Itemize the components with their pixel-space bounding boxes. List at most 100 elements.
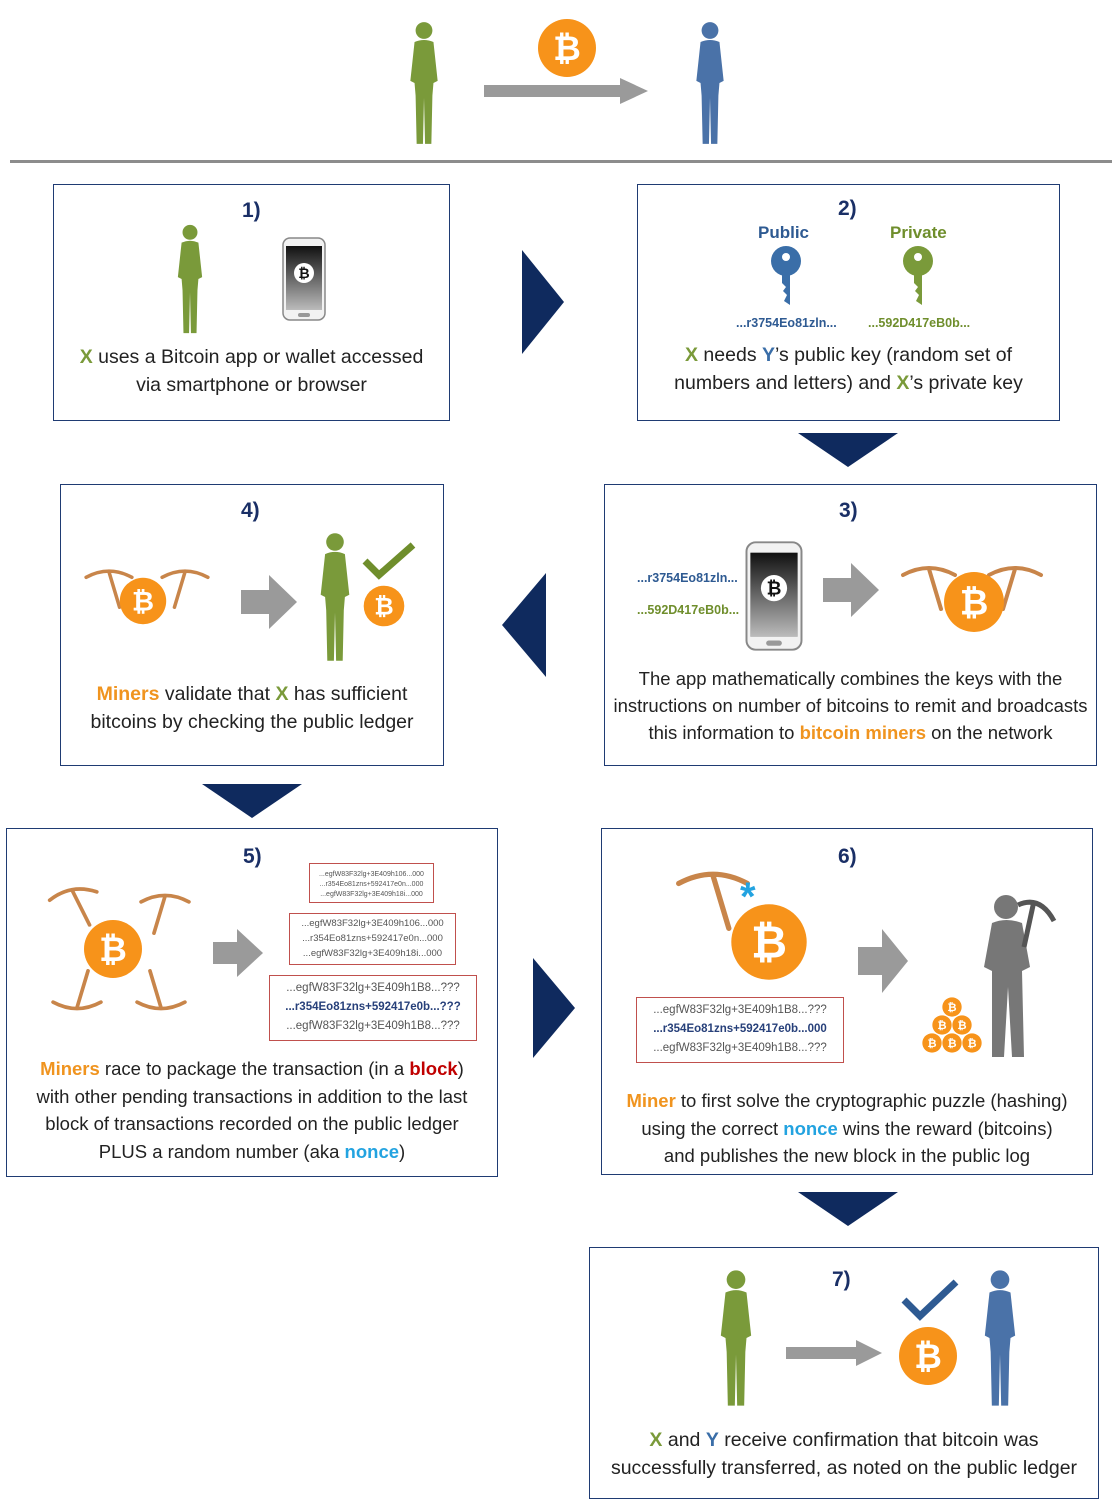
actor-x: X: [685, 344, 699, 366]
miner-icon: [984, 895, 1057, 1057]
actor-y: Y: [705, 1429, 719, 1451]
caption-text: receive confirmation that bitcoin was: [718, 1429, 1039, 1451]
block-line: ...egfW83F32lg+3E409h1B8...???: [286, 1020, 460, 1032]
caption-text: via smartphone or browser: [136, 374, 367, 396]
caption-text: to first solve the cryptographic puzzle …: [675, 1090, 1068, 1111]
miners-highlight: Miners: [40, 1058, 100, 1079]
step-6-number: 6): [838, 845, 857, 868]
block-line: ...egfW83F32lg+3E409h106...000: [319, 871, 424, 878]
step-1-caption: X uses a Bitcoin app or wallet accessed …: [54, 343, 449, 399]
private-key-value: ...592D417eB0b...: [868, 316, 971, 330]
person-y-icon: [976, 1268, 1024, 1408]
miner-highlight: Miner: [626, 1090, 676, 1111]
block-line-transaction: ...r354Eo81zns+592417e0b...000: [653, 1023, 827, 1035]
block-line: ...r354Eo81zns+592417e0n...000: [319, 881, 424, 888]
private-key-icon: [903, 246, 933, 305]
step-7-box: 7) X and Y receive confirmation that bit…: [589, 1247, 1099, 1499]
bitcoin-icon: [83, 919, 143, 979]
caption-text: wins the reward (bitcoins): [837, 1117, 1053, 1139]
caption-text: with other pending transactions in addit…: [36, 1085, 468, 1107]
step-2-number: 2): [838, 197, 857, 220]
public-key-label: Public: [758, 223, 810, 242]
caption-text: instructions on number of bitcoins to re…: [613, 695, 1088, 716]
step-2-box: 2) Public Private ...r3754Eo81zln... ...…: [637, 184, 1060, 421]
caption-text: bitcoins by checking the public ledger: [90, 711, 414, 733]
public-key-value: ...r3754Eo81zln...: [637, 571, 738, 585]
bitcoin-icon: [363, 585, 405, 627]
caption-text: race to package the transaction (in a: [99, 1058, 410, 1079]
caption-text: validate that: [159, 683, 276, 705]
block-line: ...egfW83F32lg+3E409h18i...000: [302, 948, 443, 959]
caption-text: uses a Bitcoin app or wallet accessed: [92, 346, 424, 368]
flow-arrow-down-icon: [202, 784, 302, 818]
step-4-number: 4): [241, 499, 260, 522]
caption-text: block of transactions recorded on the pu…: [45, 1113, 459, 1134]
caption-text: PLUS a random number (aka: [98, 1140, 345, 1162]
caption-text: this information to: [648, 722, 800, 743]
caption-text: ’s public key (random set of: [775, 344, 1012, 366]
bitcoin-icon: [119, 577, 167, 625]
step-4-caption: Miners validate that X has sufficient bi…: [61, 680, 443, 736]
step-6-caption: Miner to first solve the cryptographic p…: [602, 1087, 1092, 1170]
step-5-caption: Miners race to package the transaction (…: [7, 1055, 497, 1165]
nonce-highlight: nonce: [344, 1140, 400, 1162]
asterisk-icon: *: [740, 875, 756, 919]
checkmark-icon: [362, 542, 416, 580]
actor-x: X: [896, 372, 910, 394]
actor-x: X: [275, 683, 289, 705]
step-2-caption: X needs Y’s public key (random set of nu…: [638, 341, 1059, 397]
caption-text: successfully transferred, as noted on th…: [610, 1457, 1078, 1479]
sender-x-person-icon: [400, 20, 448, 146]
person-x-icon: [168, 223, 212, 335]
bitcoin-icon: [730, 903, 808, 981]
person-x-icon: [712, 1268, 760, 1408]
step-4-box: 4) Miners validate that X has sufficient…: [60, 484, 444, 766]
bitcoin-miners-highlight: bitcoin miners: [799, 722, 927, 743]
caption-text: numbers and letters) and: [674, 372, 897, 394]
transfer-arrow-icon: [484, 78, 648, 104]
block-line: ...egfW83F32lg+3E409h1B8...???: [286, 982, 460, 994]
step-5-box: 5) ...egfW83F32lg+3E409h106...000 ...r35…: [6, 828, 498, 1177]
transfer-arrow-icon: [786, 1340, 882, 1366]
step-1-box: 1) X uses a Bitcoin app or wallet access…: [53, 184, 450, 421]
smartphone-icon: [745, 541, 803, 651]
ledger-block-medium: ...egfW83F32lg+3E409h106...000 ...r354Eo…: [289, 913, 456, 965]
caption-text: needs: [698, 344, 762, 366]
ledger-block-new: ...egfW83F32lg+3E409h1B8...??? ...r354Eo…: [269, 975, 477, 1041]
smartphone-icon: [282, 237, 326, 321]
caption-text: The app mathematically combines the keys…: [638, 668, 1063, 689]
actor-x: X: [79, 346, 93, 368]
miners-highlight: Miners: [96, 683, 160, 705]
bitcoin-icon: [537, 18, 597, 78]
actor-x: X: [649, 1429, 663, 1451]
caption-text: on the network: [926, 722, 1053, 743]
public-key-icon: [771, 246, 801, 305]
step-5-number: 5): [243, 845, 262, 868]
gray-arrow-icon: [213, 929, 263, 977]
bitcoin-icon: [898, 1326, 958, 1386]
ledger-block-solved: ...egfW83F32lg+3E409h1B8...??? ...r354Eo…: [636, 997, 844, 1063]
caption-text: ): [399, 1140, 406, 1162]
nonce-highlight: nonce: [783, 1117, 838, 1139]
step-3-caption: The app mathematically combines the keys…: [605, 665, 1096, 746]
flow-arrow-right-icon: [533, 958, 575, 1058]
caption-text: and: [662, 1429, 706, 1451]
step-1-number: 1): [242, 199, 261, 222]
bitcoin-reward-icon: [922, 997, 982, 1053]
public-key-value: ...r3754Eo81zln...: [736, 316, 837, 330]
flow-arrow-right-icon: [522, 250, 564, 354]
block-line: ...egfW83F32lg+3E409h1B8...???: [653, 1004, 827, 1016]
caption-text: and publishes the new block in the publi…: [663, 1145, 1031, 1166]
gray-arrow-icon: [858, 929, 908, 993]
caption-text: ): [457, 1058, 464, 1079]
caption-text: ’s private key: [909, 372, 1023, 394]
gray-arrow-icon: [823, 563, 879, 617]
step-3-box: 3) ...r3754Eo81zln... ...592D417eB0b... …: [604, 484, 1097, 766]
block-line: ...r354Eo81zns+592417e0n...000: [302, 933, 443, 944]
block-highlight: block: [409, 1058, 458, 1079]
ledger-block-small: ...egfW83F32lg+3E409h106...000 ...r354Eo…: [309, 863, 434, 903]
private-key-label: Private: [890, 223, 947, 242]
step-7-caption: X and Y receive confirmation that bitcoi…: [590, 1426, 1098, 1482]
block-line: ...egfW83F32lg+3E409h106...000: [301, 918, 444, 929]
block-line: ...egfW83F32lg+3E409h1B8...???: [653, 1042, 827, 1054]
